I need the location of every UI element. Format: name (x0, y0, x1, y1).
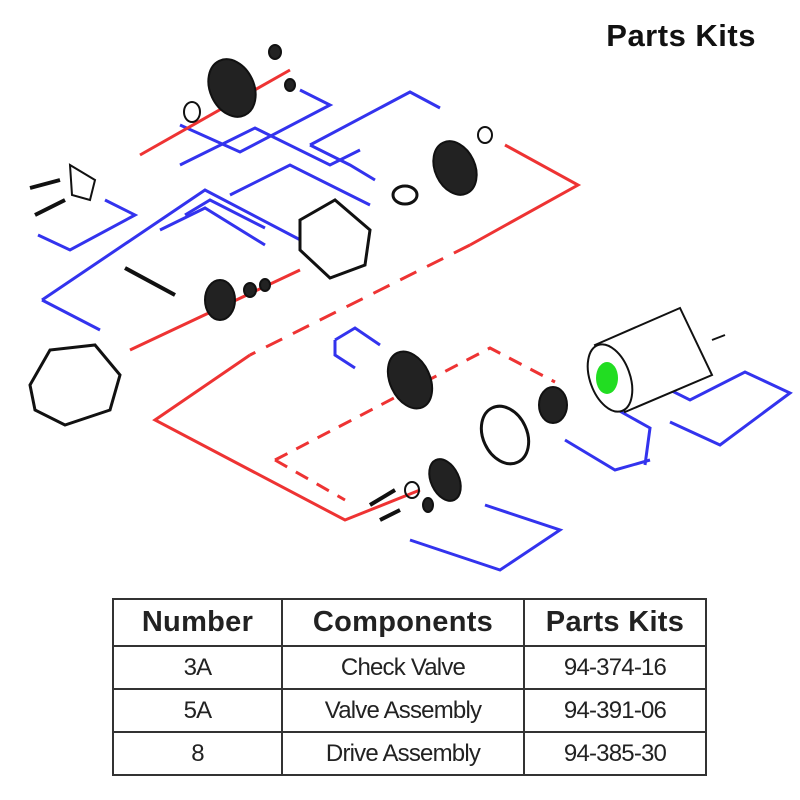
cell-parts-kit: 94-391-06 (523, 688, 707, 733)
cell-number: 5A (112, 688, 283, 733)
cell-component: Check Valve (281, 645, 525, 690)
pump-parts (28, 44, 568, 522)
blue-kit-lines (37, 88, 793, 572)
cell-number: 3A (112, 645, 283, 690)
table-row: 5A Valve Assembly 94-391-06 (112, 688, 707, 733)
header-number: Number (112, 598, 283, 647)
cell-parts-kit: 94-374-16 (523, 645, 707, 690)
cell-parts-kit: 94-385-30 (523, 731, 707, 776)
table-row: 3A Check Valve 94-374-16 (112, 645, 707, 690)
cell-component: Valve Assembly (281, 688, 525, 733)
table-row: 8 Drive Assembly 94-385-30 (112, 731, 707, 776)
header-parts-kits: Parts Kits (523, 598, 707, 647)
motor-shaft-highlight (596, 362, 618, 394)
motor (586, 306, 726, 414)
page-title: Parts Kits (606, 18, 756, 53)
parts-kits-table: Number Components Parts Kits 3A Check Va… (112, 598, 707, 776)
exploded-pump-diagram (28, 44, 793, 572)
red-kit-lines (129, 68, 582, 522)
cell-number: 8 (112, 731, 283, 776)
table-header-row: Number Components Parts Kits (112, 598, 707, 647)
cell-component: Drive Assembly (281, 731, 525, 776)
header-components: Components (281, 598, 525, 647)
